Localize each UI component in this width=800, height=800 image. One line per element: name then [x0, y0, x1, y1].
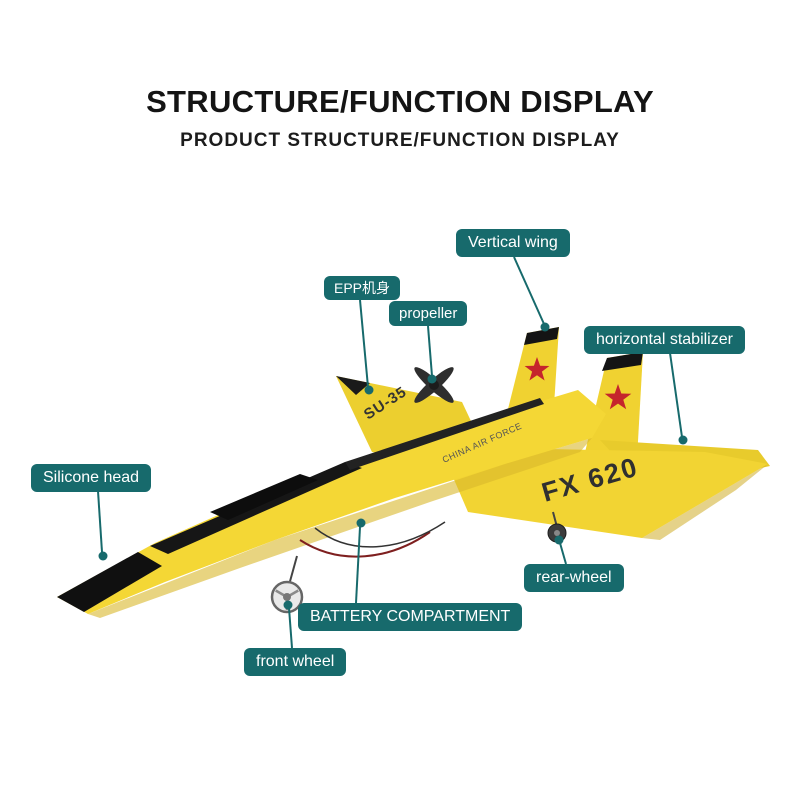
- fuselage: [57, 390, 606, 618]
- propeller-graphic: [414, 367, 454, 403]
- canopy-stripe: [150, 398, 544, 554]
- callout-battery-compartment: BATTERY COMPARTMENT: [298, 603, 523, 631]
- page-subtitle: PRODUCT STRUCTURE/FUNCTION DISPLAY: [180, 130, 620, 151]
- callout-silicone-head: Silicone head: [31, 464, 152, 492]
- callout-propeller: propeller: [389, 301, 468, 326]
- vertical-tail-fins: [505, 327, 643, 461]
- callout-horizontal-stabilizer: horizontal stabilizer: [584, 326, 745, 354]
- page-title: STRUCTURE/FUNCTION DISPLAY: [146, 84, 654, 119]
- callout-epp-body: EPP机身: [324, 276, 401, 300]
- front-wheel-shape: [270, 555, 304, 614]
- callout-vertical-wing: Vertical wing: [456, 229, 570, 257]
- red-star-rear: [604, 384, 632, 410]
- callout-rear-wheel: rear-wheel: [524, 564, 624, 592]
- callout-front-wheel: front wheel: [244, 648, 347, 676]
- wires: [299, 521, 446, 558]
- red-star-front: [524, 357, 550, 381]
- nose-cone-shape: [57, 552, 162, 612]
